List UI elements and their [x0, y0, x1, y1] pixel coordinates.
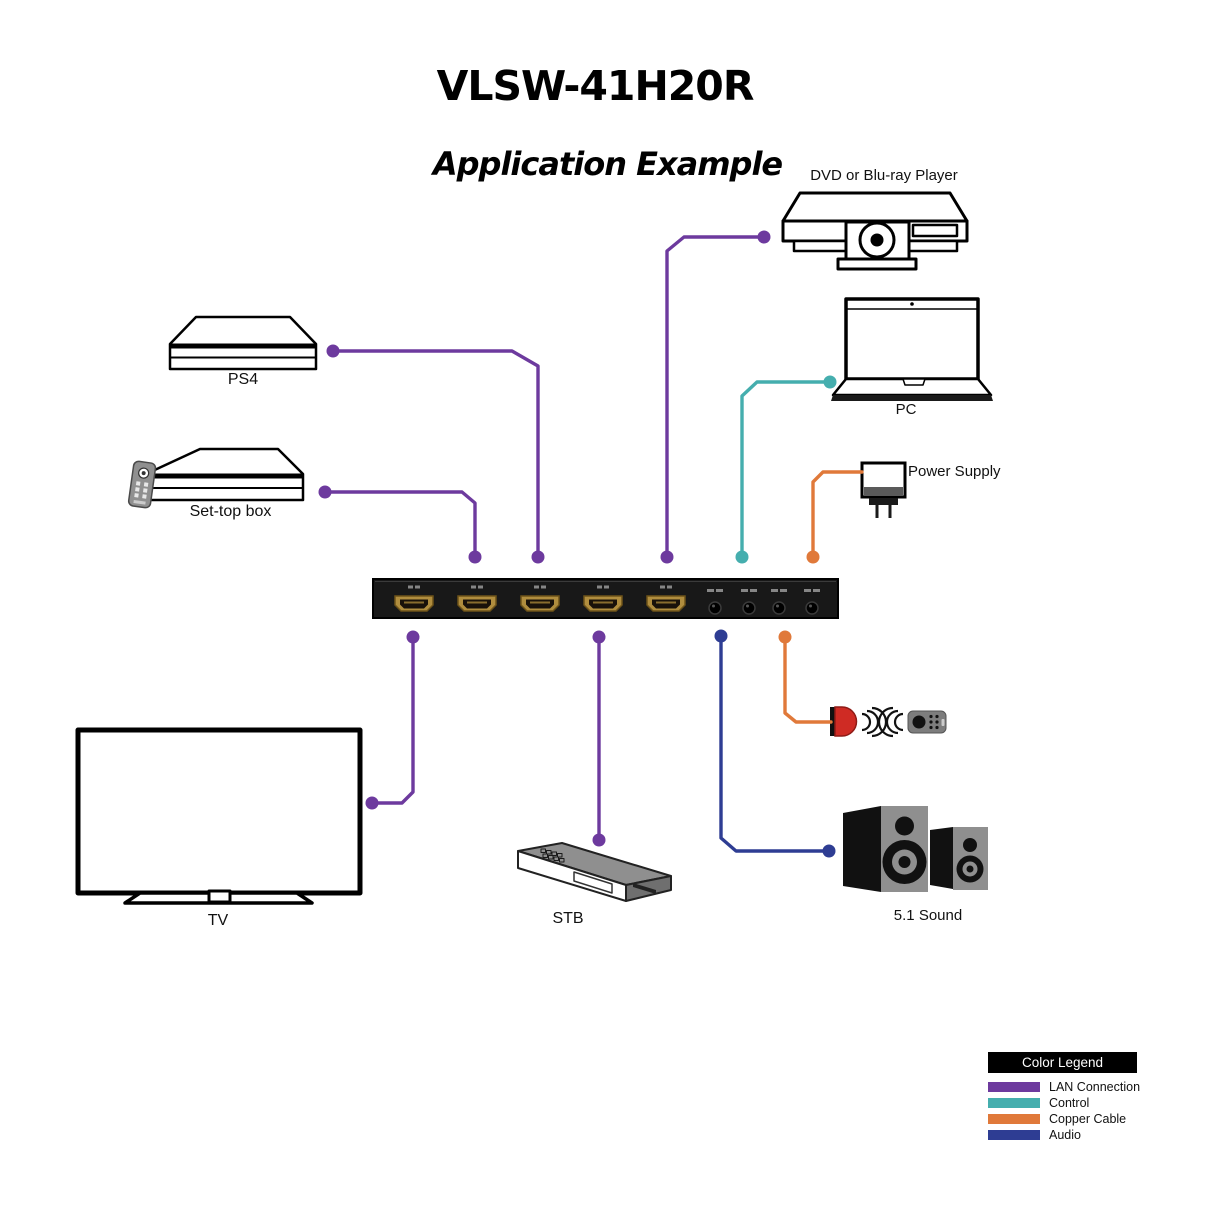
wire-endpoint-dot — [592, 630, 606, 644]
lan-swatch — [988, 1081, 1040, 1092]
jack-port — [707, 589, 723, 615]
wire-endpoint-dot — [468, 550, 482, 564]
settop-label: Set-top box — [189, 503, 272, 520]
color-legend: Color Legend LAN Connection Control Copp… — [988, 1052, 1158, 1145]
wire-endpoint-dot — [326, 344, 340, 358]
pc-label: PC — [895, 401, 917, 418]
wire-endpoint-dot — [778, 630, 792, 644]
wire-switch-to-sound — [719, 634, 831, 853]
wire-endpoint-dot — [822, 844, 836, 858]
ps4-label: PS4 — [227, 371, 259, 388]
wire-endpoint-dot — [757, 230, 771, 244]
ps4-drawing — [168, 315, 318, 371]
power-supply-drawing — [860, 461, 907, 518]
wire-ps4-to-switch — [331, 349, 540, 559]
legend-title: Color Legend — [988, 1052, 1137, 1073]
hdmi-port — [520, 585, 560, 612]
copper-swatch — [988, 1113, 1040, 1124]
ir-receiver-drawing — [830, 706, 947, 738]
jack-ports — [707, 589, 820, 615]
wire-endpoint-dot — [714, 629, 728, 643]
wire-switch-to-tv — [370, 635, 415, 805]
copper-label: Copper Cable — [1049, 1111, 1127, 1126]
pc-laptop-drawing — [831, 297, 993, 401]
stb-label: STB — [552, 910, 584, 927]
wire-dvd-to-switch — [665, 235, 766, 559]
speakers-drawing — [843, 806, 988, 892]
jack-port — [771, 589, 787, 615]
wire-settop-to-switch — [323, 490, 477, 559]
lan-label: LAN Connection — [1049, 1079, 1141, 1094]
ir-remote-drawing — [907, 710, 947, 734]
wire-switch-to-ir — [783, 635, 833, 724]
tv-drawing — [75, 727, 363, 905]
page-subtitle: Application Example — [432, 145, 783, 183]
hdmi-port — [583, 585, 623, 612]
dvd-label: DVD or Blu-ray Player — [810, 167, 958, 184]
wire-endpoint-dot — [406, 630, 420, 644]
sound-label: 5.1 Sound — [893, 907, 963, 924]
settop-box-drawing — [144, 447, 305, 502]
hdmi-port — [394, 585, 434, 612]
power-label: Power Supply — [908, 463, 1001, 480]
legend-row-control: Control — [988, 1095, 1158, 1110]
audio-swatch — [988, 1129, 1040, 1140]
wire-endpoint-dot — [660, 550, 674, 564]
legend-row-audio: Audio — [988, 1127, 1158, 1142]
audio-label: Audio — [1049, 1127, 1081, 1142]
wire-endpoint-dot — [806, 550, 820, 564]
connection-wires — [318, 230, 864, 858]
legend-row-copper: Copper Cable — [988, 1111, 1158, 1126]
settop-remote-drawing — [127, 460, 157, 509]
ir-waves-icon — [861, 706, 904, 738]
hdmi-port — [646, 585, 686, 612]
control-label: Control — [1049, 1095, 1090, 1110]
page-title: VLSW-41H20R — [436, 62, 755, 110]
wire-endpoint-dot — [823, 375, 837, 389]
wire-endpoint-dot — [365, 796, 379, 810]
jack-port — [804, 589, 820, 615]
dvd-player-drawing — [781, 191, 969, 271]
stb-drawing — [517, 842, 672, 902]
wire-pc-to-switch — [740, 380, 832, 559]
wire-endpoint-dot — [592, 833, 606, 847]
control-swatch — [988, 1097, 1040, 1108]
legend-row-lan: LAN Connection — [988, 1079, 1158, 1094]
hdmi-ports — [394, 585, 686, 612]
wire-endpoint-dot — [531, 550, 545, 564]
hdmi-port — [457, 585, 497, 612]
tv-label: TV — [207, 912, 229, 929]
wire-endpoint-dot — [318, 485, 332, 499]
jack-port — [741, 589, 757, 615]
switch-panel-drawing — [372, 578, 839, 619]
wire-endpoint-dot — [735, 550, 749, 564]
wire-power-to-switch — [811, 470, 864, 559]
